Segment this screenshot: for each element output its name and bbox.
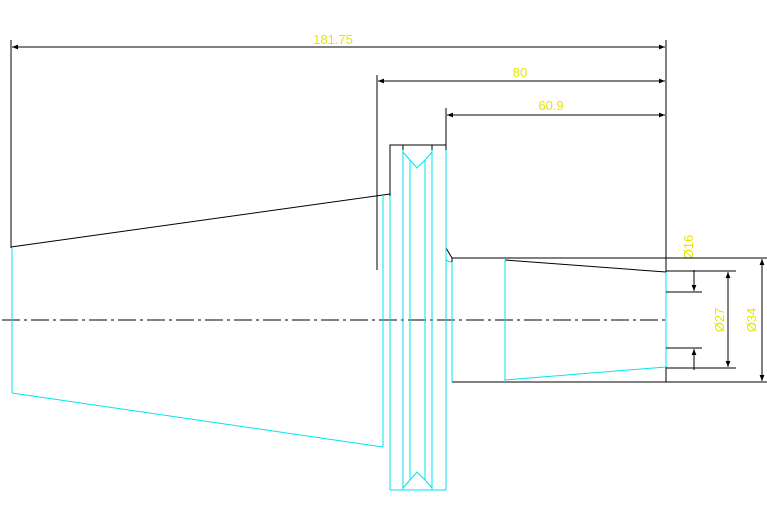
flange-v-groove-top <box>402 151 433 169</box>
internal-taper-top <box>504 259 667 273</box>
taper-shank <box>10 193 391 448</box>
dimension-label-overall: 181.75 <box>313 32 353 47</box>
internal-taper-bottom <box>504 366 667 381</box>
dimension-label-dia-34: Ø34 <box>744 308 759 333</box>
dimension-80: 80 <box>376 65 665 270</box>
dimension-dia-27: Ø27 <box>666 270 736 369</box>
flange <box>389 144 453 491</box>
taper-bottom-edge <box>11 392 384 448</box>
dimension-60-9: 60.9 <box>445 98 665 150</box>
dimension-dia-34: Ø34 <box>666 257 767 383</box>
taper-top-edge <box>10 193 391 248</box>
dimension-label-60-9: 60.9 <box>538 98 563 113</box>
nose-body <box>451 257 667 383</box>
flange-top-outline <box>389 144 453 259</box>
flange-fillet-bottom <box>445 257 453 263</box>
dimension-label-dia-16: Ø16 <box>681 235 696 260</box>
dimension-label-dia-27: Ø27 <box>712 308 727 333</box>
dimension-label-80: 80 <box>513 65 527 80</box>
dimension-overall-length: 181.75 <box>10 32 667 270</box>
dimension-dia-16: Ø16 <box>666 235 702 370</box>
flange-v-groove-bottom <box>402 471 433 489</box>
